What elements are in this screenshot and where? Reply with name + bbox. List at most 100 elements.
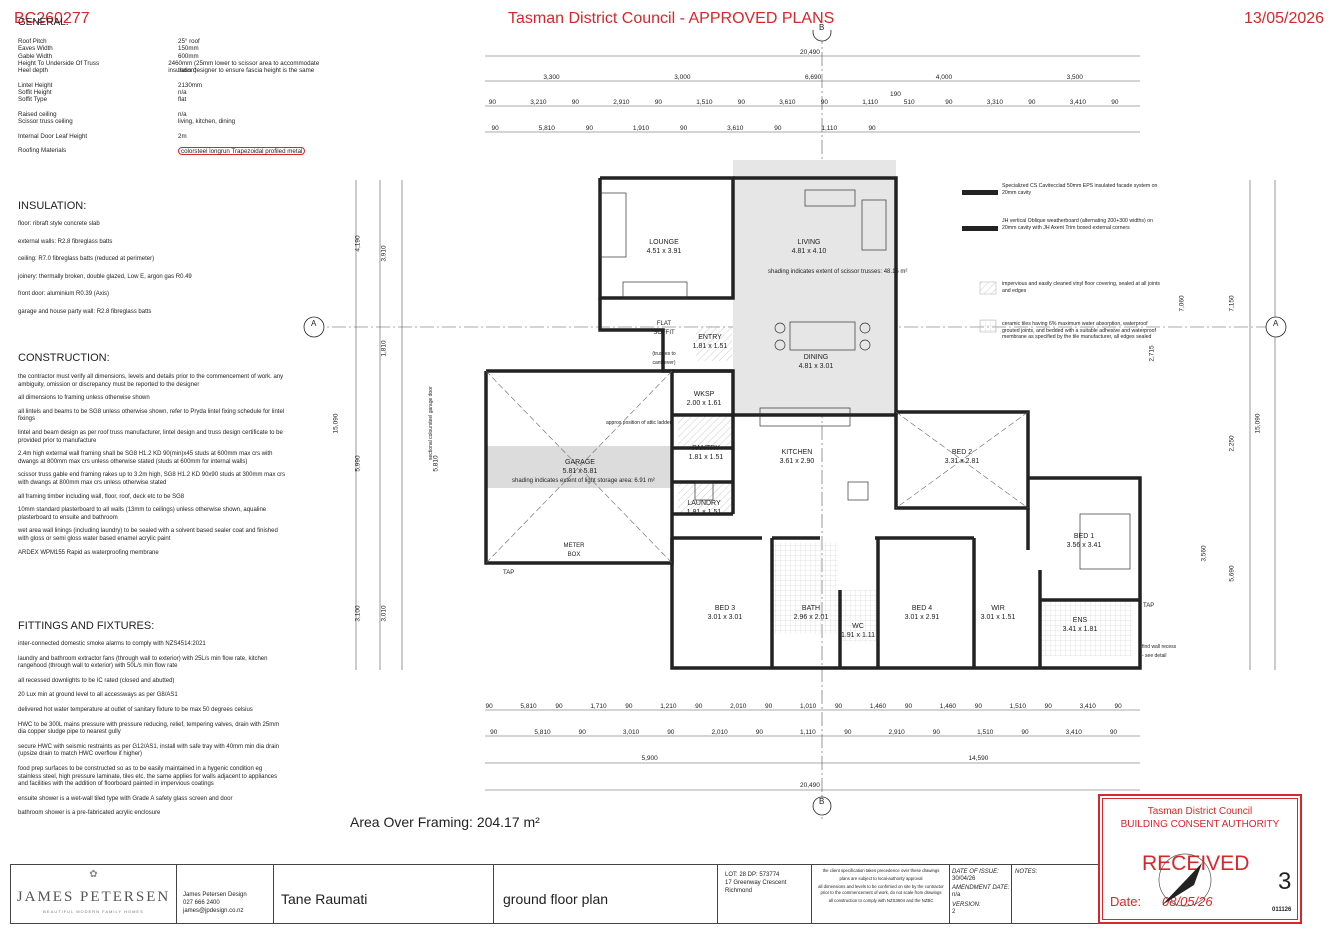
- general-key: Roof Pitch: [18, 38, 47, 45]
- dim-top-row3: 3,610: [727, 125, 744, 132]
- construction-item: 2.4m high external wall framing shall be…: [18, 451, 273, 465]
- dim-left: 3,910: [380, 245, 388, 262]
- room-name: LOUNGE: [649, 239, 679, 246]
- general-key: Height To Underside Of Truss: [18, 59, 100, 67]
- dim-top-row2: 90: [820, 99, 828, 106]
- dim-left: 15,090: [332, 413, 340, 434]
- lot-dp: LOT: 28 DP: 573774: [725, 872, 780, 878]
- room-size: 4.81 x 4.10: [791, 248, 827, 255]
- general-key: [18, 104, 178, 111]
- insulation-item: ceiling: R7.0 fibreglass batts (reduced …: [18, 256, 155, 263]
- room-name: BATH: [801, 605, 821, 612]
- dim-top-row2: 90: [488, 99, 496, 106]
- dim-top-row3: 90: [585, 125, 593, 132]
- issue-date: 30/04/26: [952, 876, 976, 882]
- general-heading: GENERAL:: [18, 17, 69, 28]
- floor-plan-drawing: [303, 30, 1287, 820]
- general-key: Gable Width: [18, 52, 53, 60]
- issue-label: DATE OF ISSUE:: [952, 869, 999, 875]
- section-marker-a-right: A: [1273, 319, 1279, 328]
- dim-top-row1: 3,500: [1066, 74, 1083, 81]
- disclaimer-line: the client specification takes precedenc…: [822, 868, 940, 873]
- dim-bottom-row2: 3,010: [622, 729, 640, 736]
- construction-item: lintel and beam design as per roof truss…: [18, 429, 283, 444]
- general-key: Scissor truss ceiling: [18, 118, 73, 126]
- dim-top-row2: 90: [945, 99, 953, 106]
- legend-item: impervious and easily cleaned vinyl floo…: [1002, 281, 1161, 294]
- note-scissor-living: shading indicates extent of scissor trus…: [768, 269, 908, 275]
- room-name: LAUNDRY: [687, 500, 721, 507]
- general-value: n/a: [178, 110, 187, 118]
- light-storage-area: [486, 446, 672, 488]
- dim-bottom-row1: 90: [765, 703, 773, 710]
- dim-bottom-row2: 90: [667, 729, 675, 736]
- room-size: 4.51 x 3.91: [646, 248, 682, 255]
- dim-bottom-row1: 90: [974, 703, 982, 710]
- dim-bottom-row1: 2,010: [730, 703, 747, 710]
- legend-item: Specialized CS Cavitecclad 50mm EPS insu…: [1002, 183, 1158, 196]
- dim-bottom-row3: 5,900: [641, 755, 658, 762]
- room-name: WIR: [991, 605, 1005, 612]
- general-value: 2130mm: [178, 81, 203, 89]
- construction-item: ARDEX WPM155 Rapid as waterproofing memb…: [18, 549, 159, 556]
- dim-top-row2: 3,210: [530, 99, 547, 106]
- dim-top-row3: 5,810: [538, 125, 555, 132]
- dim-bottom-overall: 20,490: [800, 782, 820, 789]
- dim-top-row2: 90: [654, 99, 662, 106]
- dim-bottom-row1: 90: [695, 703, 703, 710]
- brand-tagline: BEAUTIFUL MODERN FAMILY HOMES: [43, 909, 144, 914]
- signature-mark: [1158, 853, 1212, 907]
- fittings-item: inter-connected domestic smoke alarms to…: [18, 641, 206, 647]
- room-size: 2.00 x 1.61: [686, 400, 722, 407]
- dim-bottom-row2: 3,410: [1065, 729, 1082, 736]
- job-number: 011126: [1272, 907, 1292, 913]
- note-wall-recess: find wall recess - see detail: [1142, 644, 1177, 659]
- construction-item: all dimensions to framing unless otherwi…: [18, 395, 150, 402]
- dim-top-row2: 90: [1028, 99, 1036, 106]
- room-name: BED 4: [911, 605, 933, 612]
- construction-item: all lintels and beams to be SG8 unless o…: [18, 408, 285, 423]
- dim-top-row3: 1,110: [821, 125, 838, 132]
- fittings-heading: FITTINGS AND FIXTURES:: [18, 620, 155, 632]
- amendment-label: AMENDMENT DATE:: [952, 885, 1010, 891]
- general-row: [18, 104, 338, 111]
- dim-bottom-row2: 2,010: [711, 729, 728, 736]
- room-label-entry: ENTRY 1.81 x 1.51: [686, 333, 734, 351]
- room-size: 3.31 x 2.81: [944, 458, 980, 465]
- general-value: flat: [178, 96, 187, 104]
- fittings-item: secure HWC with seismic restraints as pe…: [18, 743, 280, 758]
- room-size: 1.81 x 1.51: [692, 343, 728, 350]
- construction-heading: CONSTRUCTION:: [18, 352, 110, 364]
- insulation-item: floor: ribraft style concrete slab: [18, 221, 100, 227]
- dim-bottom-row2: 5,810: [534, 729, 551, 736]
- general-key: Soffit Type: [18, 96, 48, 104]
- dim-left: 3,010: [380, 605, 388, 622]
- room-name: WC: [852, 623, 864, 630]
- note-meter-box: METER BOX: [563, 543, 585, 558]
- dim-top-row1: 6,690: [805, 74, 822, 81]
- approved-plans-title: Tasman District Council - APPROVED PLANS: [508, 10, 835, 27]
- general-key: Heel depth: [18, 67, 48, 75]
- general-row: [18, 140, 338, 147]
- construction-item: wet area wall linings (including laundry…: [18, 528, 278, 542]
- dim-bottom-row2: 90: [578, 729, 586, 736]
- brand-logo-icon: ✿: [89, 869, 98, 880]
- dim-top-row3: 90: [868, 125, 876, 132]
- fittings-item: ensuite shower is a wet-wall tiled type …: [18, 795, 233, 802]
- general-key: Lintel Height: [18, 81, 53, 89]
- note-trusses: (trusses to cantilever): [652, 351, 676, 366]
- fittings-list: inter-connected domestic smoke alarms to…: [18, 641, 288, 825]
- brand-cell: ✿ JAMES PETERSEN BEAUTIFUL MODERN FAMILY…: [11, 865, 177, 923]
- dim-bottom-row1: 90: [1114, 703, 1122, 710]
- room-name: GARAGE: [565, 459, 595, 466]
- room-label-lounge: LOUNGE 4.51 x 3.91: [640, 238, 688, 256]
- room-name: ENTRY: [698, 334, 722, 341]
